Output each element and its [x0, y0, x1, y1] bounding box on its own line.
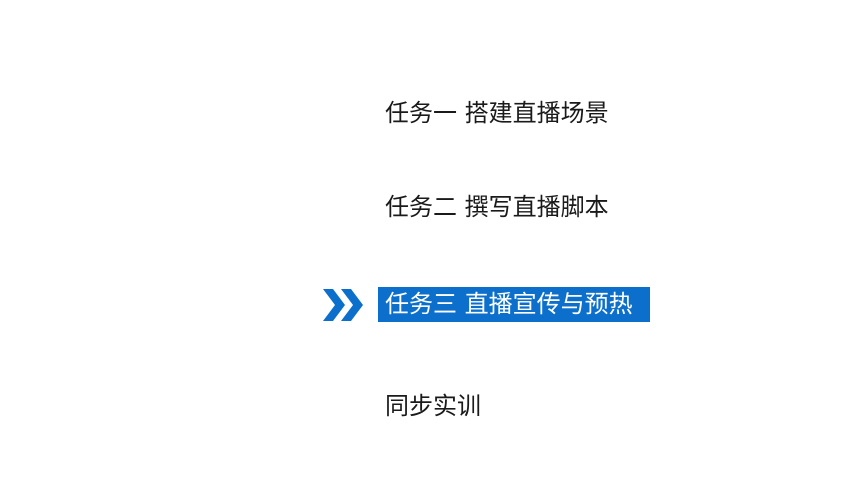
menu-item-task-2[interactable]: 任务二 撰写直播脚本 — [385, 193, 609, 221]
menu-item-task-3-active[interactable]: 任务三 直播宣传与预热 — [378, 287, 650, 322]
menu-item-task-1[interactable]: 任务一 搭建直播场景 — [385, 99, 609, 127]
double-chevron-right-icon — [323, 289, 363, 321]
menu-item-task-3-label: 任务三 直播宣传与预热 — [385, 290, 633, 318]
menu-item-practice[interactable]: 同步实训 — [385, 392, 481, 420]
